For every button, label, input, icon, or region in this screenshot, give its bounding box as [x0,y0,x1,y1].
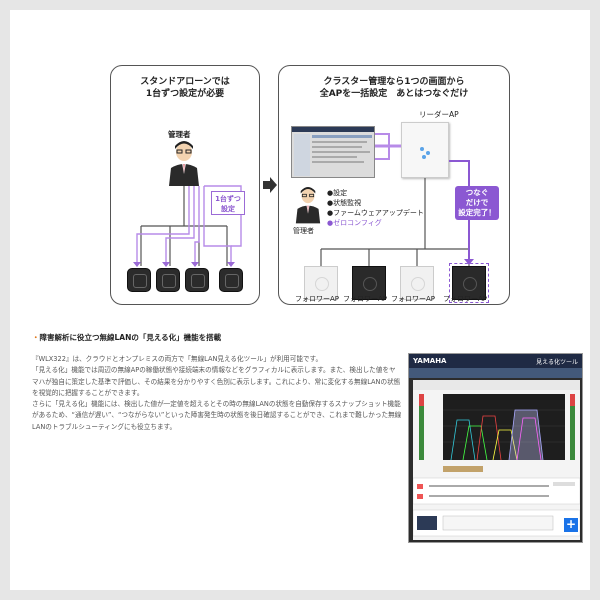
paragraph-1: 『WLX322』は、クラウドとオンプレミスの両方で「無線LAN見える化ツール」が… [32,355,323,363]
cluster-panel: クラスター管理なら1つの画面から 全APを一括設定 あとはつなぐだけ リーダーA… [278,65,510,305]
cluster-title: クラスター管理なら1つの画面から 全APを一括設定 あとはつなぐだけ [319,77,469,99]
follower-label-4: フォロワーAP [443,295,488,303]
section-body: 『WLX322』は、クラウドとオンプレミスの両方で「無線LAN見える化ツール」が… [32,354,402,433]
section-heading: ・障害解析に役立つ無線LANの「見える化」機能を搭載 [32,333,222,342]
add-button[interactable]: + [564,517,578,532]
one-by-one-badge: 1台ずつ 設定 [211,191,245,215]
follower-label-2: フォロワーAP [343,295,388,303]
follower-label-3: フォロワーAP [391,295,436,303]
arrow-right-icon [263,177,277,193]
follower-ap-4 [449,263,489,303]
cluster-connection-lines [320,133,474,266]
standalone-connection-lines [133,185,242,267]
leader-ap-device [401,122,449,178]
right-admin-label: 管理者 [293,227,314,235]
leader-ap-label: リーダーAP [419,110,459,119]
standalone-ap-4 [219,268,243,292]
feature-list: ●設定 ●状態監視 ●ファームウェアアップデート ●ゼロコンフィグ [327,189,424,227]
standalone-ap-3 [185,268,209,292]
visualization-tool-screenshot: YAMAHA 見える化ツール [408,353,583,543]
follower-ap-1 [304,266,338,300]
yamaha-logo: YAMAHA [413,357,447,365]
screenshot-tabbar [409,368,582,378]
admin-person-icon-right [295,187,321,224]
bullet: ・ [32,333,40,342]
paragraph-2: 「見える化」機能では周辺の無線APの稼働状態や接続端末の情報などをグラフィカルに… [32,366,401,397]
follower-ap-3 [400,266,434,300]
app-title: 見える化ツール [536,359,578,366]
screenshot-header: YAMAHA 見える化ツール [409,354,582,368]
product-page: スタンドアローンでは 1台ずつ設定が必要 管理者 [10,10,590,590]
follower-label-1: フォロワーAP [295,295,340,303]
cluster-diagram: スタンドアローンでは 1台ずつ設定が必要 管理者 [110,65,510,315]
connect-done-badge: つなぐ だけで 設定完了！ [455,186,499,220]
standalone-title: スタンドアローンでは 1台ずつ設定が必要 [140,77,230,99]
management-screen-thumbnail [291,126,375,178]
follower-ap-2 [352,266,386,300]
standalone-panel: スタンドアローンでは 1台ずつ設定が必要 管理者 [110,65,260,305]
admin-label: 管理者 [168,130,191,139]
spectrum-graph [412,380,581,537]
admin-person-icon [169,141,199,186]
standalone-ap-1 [127,268,151,292]
standalone-ap-2 [156,268,180,292]
screenshot-content [412,380,581,540]
paragraph-3: さらに「見える化」機能には、検出した値が一定値を超えるとその時の無線LANの状態… [32,400,402,431]
